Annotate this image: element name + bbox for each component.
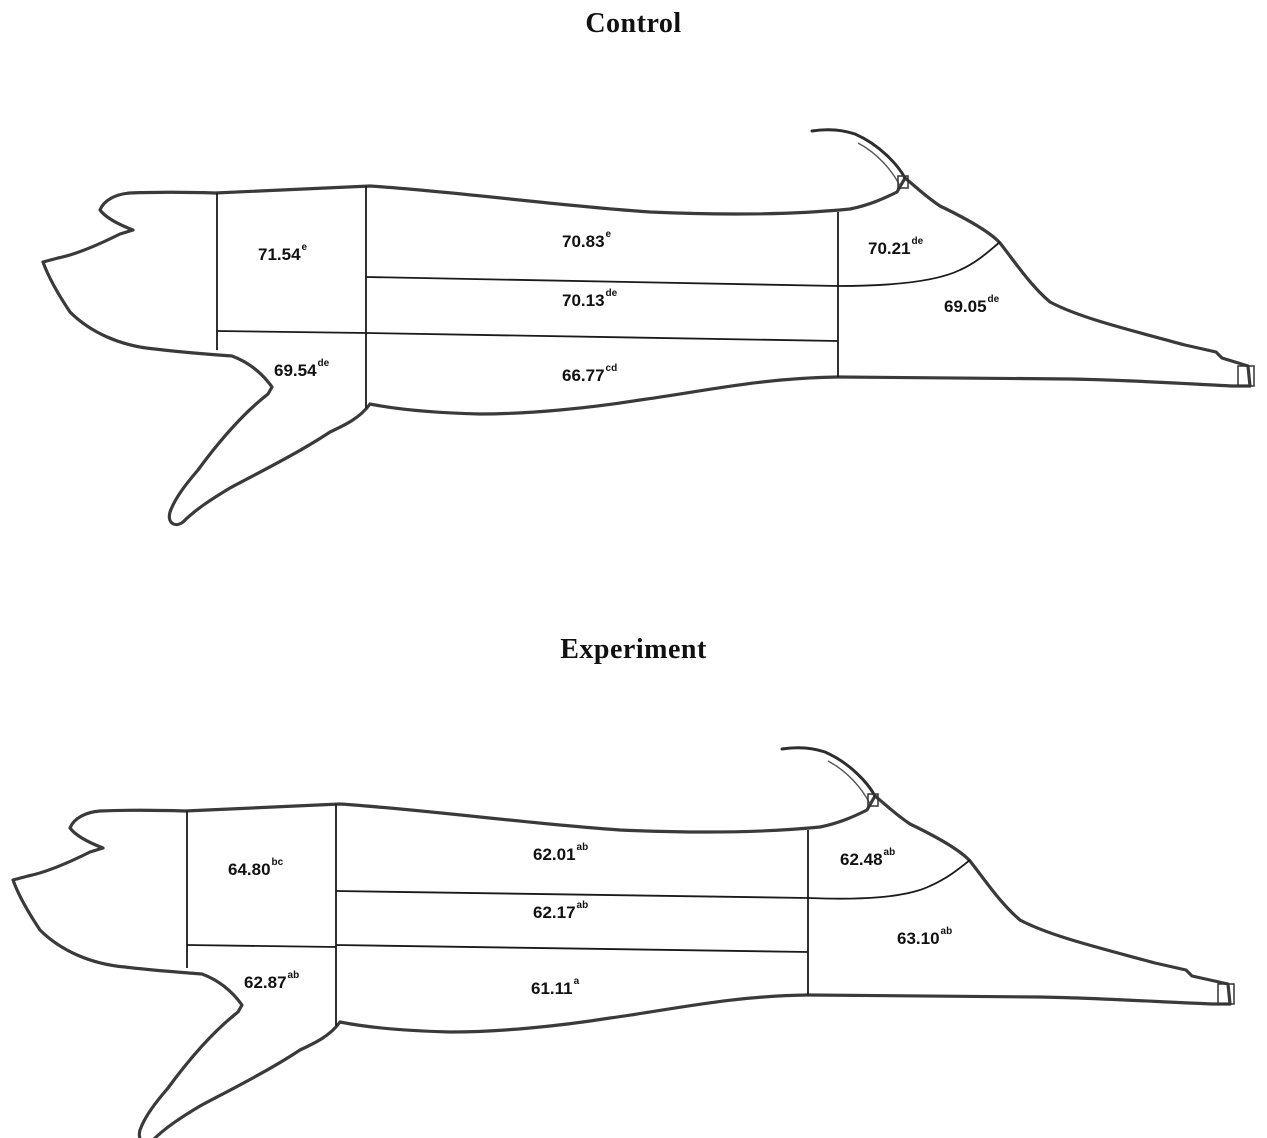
cut-value-shoulder: 64.80bc	[228, 861, 283, 878]
carcass-diagram	[0, 0, 1267, 560]
cut-value-loin-middle: 62.17ab	[533, 904, 588, 921]
shoulder-horizontal-divider	[187, 945, 336, 947]
cut-value-ham-upper: 62.48ab	[840, 851, 895, 868]
carcass-outline	[43, 178, 1250, 525]
carcass-diagram	[0, 618, 1267, 1138]
carcass-outline	[13, 796, 1230, 1138]
cut-value-belly: 66.77cd	[562, 367, 617, 384]
loin-upper-divider	[336, 891, 808, 898]
cut-value-ham-upper: 70.21de	[868, 240, 923, 257]
hind-hoof	[1218, 984, 1234, 1004]
control-panel: Control 71.54e 70.83e 70.13de 66.77cd 69…	[0, 0, 1267, 560]
cut-value-loin-upper: 70.83e	[562, 233, 611, 250]
cut-value-shoulder: 71.54e	[258, 246, 307, 263]
cut-value-loin-middle: 70.13de	[562, 292, 617, 309]
cut-value-ham-lower: 63.10ab	[897, 930, 952, 947]
belly-divider	[366, 333, 838, 341]
hind-hoof	[1238, 366, 1254, 386]
cut-value-belly: 61.11a	[531, 980, 579, 997]
cut-value-ham-lower: 69.05de	[944, 298, 999, 315]
belly-divider	[336, 945, 808, 952]
cut-value-foreleg: 62.87ab	[244, 974, 299, 991]
experiment-panel: Experiment 64.80bc 62.01ab 62.17ab 61.11…	[0, 618, 1267, 1138]
cut-value-loin-upper: 62.01ab	[533, 846, 588, 863]
cut-value-foreleg: 69.54de	[274, 362, 329, 379]
shoulder-horizontal-divider	[217, 331, 366, 333]
loin-upper-divider	[366, 277, 838, 286]
